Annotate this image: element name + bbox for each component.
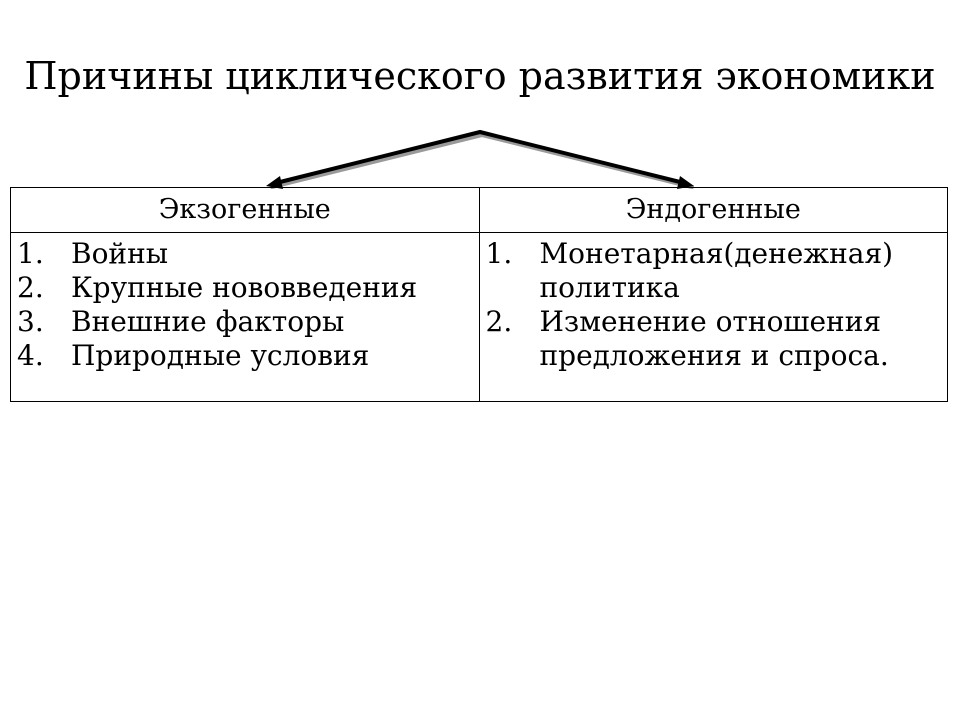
- list-item-number: 4.: [17, 339, 44, 372]
- list-item-text: Крупные нововведения: [71, 271, 418, 304]
- arrowhead-right-icon: [677, 176, 694, 189]
- list-item-text: Внешние факторы: [71, 305, 345, 338]
- list-item: 1. Войны: [15, 237, 473, 271]
- list-item-text: Монетарная(денежная) политика: [539, 237, 894, 304]
- list-item: 2. Крупные нововведения: [15, 271, 473, 305]
- list-item-number: 1.: [17, 237, 44, 270]
- arrow-lines: [274, 130, 686, 185]
- exogenous-cell: 1. Войны 2. Крупные нововведения 3. Внеш…: [10, 232, 480, 402]
- table-body-row: 1. Войны 2. Крупные нововведения 3. Внеш…: [10, 232, 948, 402]
- list-item-number: 3.: [17, 305, 44, 338]
- list-item: 3. Внешние факторы: [15, 305, 473, 339]
- list-item: 1. Монетарная(денежная) политика: [484, 237, 942, 305]
- list-item: 4. Природные условия: [15, 339, 473, 373]
- arrowhead-left-icon: [266, 176, 283, 189]
- list-item: 2. Изменение отношения предложения и спр…: [484, 305, 942, 373]
- list-item-number: 2.: [17, 271, 44, 304]
- list-item-number: 1.: [485, 237, 513, 270]
- endogenous-cell: 1. Монетарная(денежная) политика 2. Изме…: [478, 232, 948, 402]
- list-item-text: Изменение отношения предложения и спроса…: [539, 305, 889, 372]
- causes-table: Экзогенные Эндогенные 1. Войны 2. Крупны…: [10, 187, 948, 402]
- slide-title: Причины циклического развития экономики: [24, 54, 936, 98]
- list-item-text: Природные условия: [71, 339, 370, 372]
- list-item-number: 2.: [485, 305, 513, 338]
- arrow-to-endogenous: [478, 130, 686, 185]
- arrow-to-exogenous: [274, 130, 482, 185]
- branching-arrows: [266, 130, 694, 189]
- table-header-row: Экзогенные Эндогенные: [10, 187, 948, 233]
- header-exogenous: Экзогенные: [10, 187, 480, 233]
- arrow-shadow: [270, 132, 694, 189]
- exogenous-list: 1. Войны 2. Крупные нововведения 3. Внеш…: [15, 237, 473, 373]
- list-item-text: Войны: [71, 237, 169, 270]
- header-endogenous: Эндогенные: [478, 187, 948, 233]
- endogenous-list: 1. Монетарная(денежная) политика 2. Изме…: [484, 237, 942, 373]
